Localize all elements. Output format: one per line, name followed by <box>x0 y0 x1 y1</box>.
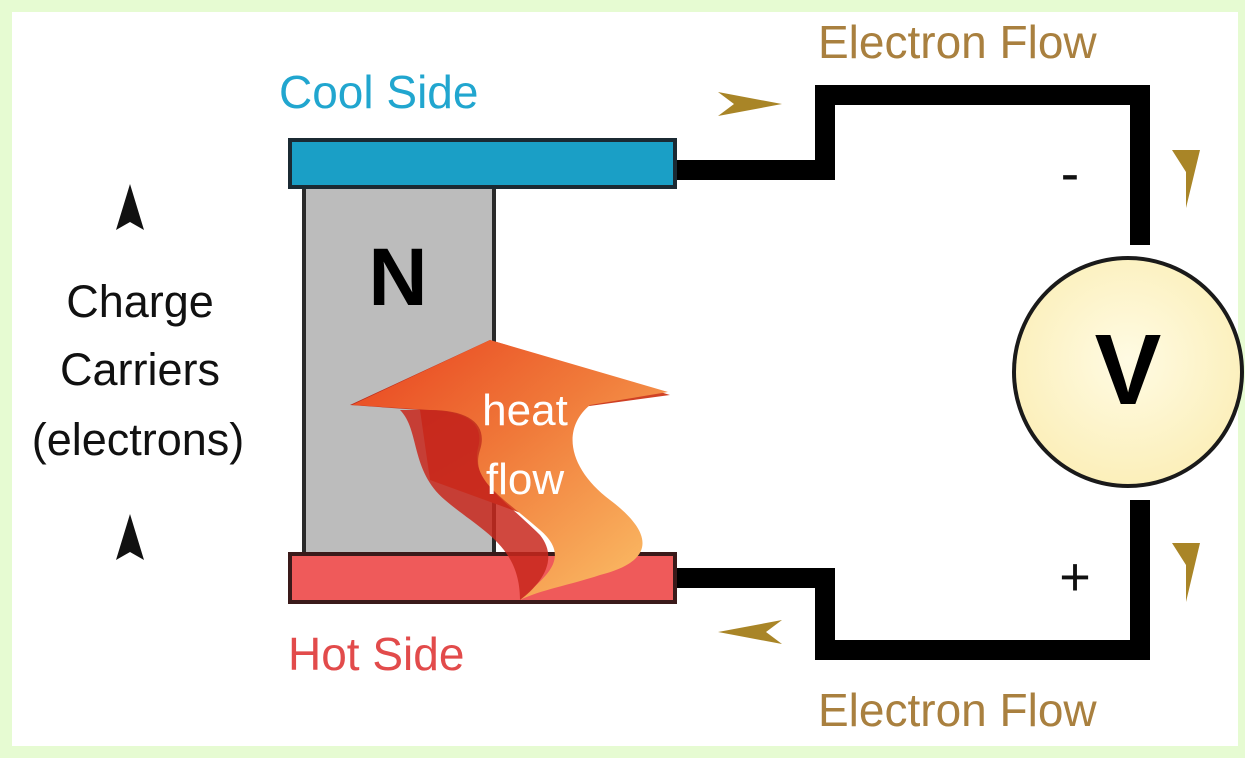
electron-arrow-right-top-icon <box>1172 150 1200 208</box>
minus-terminal-label: - <box>1061 141 1080 204</box>
n-type-label: N <box>368 232 427 323</box>
cool-side-plate <box>288 138 677 189</box>
electron-arrow-bottom-icon <box>718 620 782 644</box>
bottom-wire <box>675 500 1150 660</box>
heat-flow-line2: flow <box>486 455 564 504</box>
charge-carriers-line1: Charge <box>66 276 214 327</box>
electron-arrow-top-icon <box>718 92 782 116</box>
electron-flow-bottom-label: Electron Flow <box>818 684 1097 736</box>
carrier-arrow-top-icon <box>116 184 144 230</box>
voltmeter-label: V <box>1095 314 1162 426</box>
top-wire <box>675 85 1150 245</box>
heat-flow-line1: heat <box>482 386 568 435</box>
charge-carriers-line3: (electrons) <box>32 414 245 465</box>
electron-arrow-right-bottom-icon <box>1172 543 1200 602</box>
heat-flow-arrow-icon <box>350 340 670 600</box>
cool-side-label: Cool Side <box>279 66 478 118</box>
carrier-arrow-bottom-icon <box>116 514 144 560</box>
electron-flow-top-label: Electron Flow <box>818 16 1097 68</box>
voltmeter <box>1012 256 1244 488</box>
charge-carriers-line2: Carriers <box>60 344 220 395</box>
hot-side-label: Hot Side <box>288 628 464 680</box>
plus-terminal-label: + <box>1059 547 1091 607</box>
